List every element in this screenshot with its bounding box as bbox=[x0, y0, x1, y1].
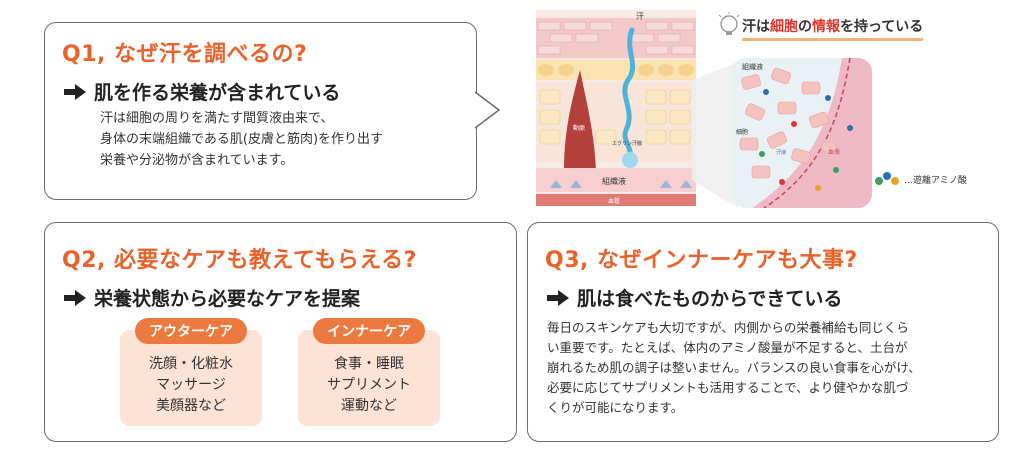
outer-care-label: アウターケア bbox=[135, 318, 247, 344]
q3-body-line: 毎日のスキンケアも大切ですが、内側からの栄養補給も同じくら bbox=[547, 320, 909, 335]
inner-care-item: 食事・睡眠 bbox=[334, 356, 404, 372]
q1-title: Q1, なぜ汗を調べるの? bbox=[62, 42, 308, 67]
q3-body: 毎日のスキンケアも大切ですが、内側からの栄養補給も同じくら い重要です。たとえば… bbox=[547, 318, 993, 418]
lightbulb-icon bbox=[718, 12, 740, 35]
amino-acid-legend: …遊離アミノ酸 bbox=[904, 176, 967, 186]
heading-part: 汗は bbox=[742, 19, 770, 35]
q1-body-line: 栄養や分泌物が含まれています。 bbox=[100, 153, 294, 168]
outer-care-item: 美顔器など bbox=[156, 398, 226, 414]
label-tissue-fluid: 組織液 bbox=[602, 176, 626, 186]
label-blood: 血液 bbox=[828, 148, 840, 156]
q2-title: Q2, 必要なケアも教えてもらえる? bbox=[62, 248, 417, 273]
heading-part: を持っている bbox=[840, 19, 924, 35]
q1-card bbox=[44, 22, 477, 200]
inner-care-item: サプリメント bbox=[327, 377, 411, 393]
label-capillary: 血管 bbox=[608, 197, 620, 205]
skin-cross-section-illustration: 汗 エクリン汗腺 動脈 組織液 血管 bbox=[536, 10, 696, 206]
q2-subtitle-row: 栄養状態から必要なケアを提案 bbox=[64, 284, 360, 311]
q1-subtitle: 肌を作る栄養が含まれている bbox=[94, 82, 341, 104]
cell-zoom-illustration: 組織液 細胞 汗液 血液 bbox=[732, 58, 872, 208]
label-cell: 細胞 bbox=[736, 128, 748, 136]
heading-highlight-cell: 細胞 bbox=[770, 19, 798, 35]
diagram-heading: 汗は細胞の情報を持っている bbox=[742, 16, 924, 41]
heading-highlight-info: 情報 bbox=[812, 19, 840, 35]
zoom-connector bbox=[692, 62, 738, 208]
q3-body-line: 必要に応じてサプリメントも活用することで、より健やかな肌づ bbox=[547, 380, 909, 395]
q2-subtitle: 栄養状態から必要なケアを提案 bbox=[94, 288, 361, 310]
q3-body-line: くりが可能になります。 bbox=[547, 400, 684, 415]
q3-subtitle-row: 肌は食べたものからできている bbox=[547, 284, 842, 311]
arrow-right-icon bbox=[547, 289, 569, 306]
q1-bubble-tail bbox=[475, 91, 501, 129]
q1-body: 汗は細胞の周りを満たす間質液由来で、 身体の末端組織である肌(皮膚と筋肉)を作り… bbox=[100, 108, 383, 171]
inner-care-label: インナーケア bbox=[313, 318, 425, 344]
arrow-right-icon bbox=[64, 83, 86, 100]
outer-care-item: 洗顔・化粧水 bbox=[149, 356, 233, 372]
q1-body-line: 汗は細胞の周りを満たす間質液由来で、 bbox=[100, 111, 334, 126]
amino-acid-dots-icon bbox=[875, 172, 899, 185]
q1-body-line: 身体の末端組織である肌(皮膚と筋肉)を作り出す bbox=[100, 132, 384, 147]
inner-care-item: 運動など bbox=[341, 398, 397, 414]
arrow-right-icon bbox=[64, 289, 86, 306]
q3-card bbox=[527, 222, 999, 442]
q3-subtitle: 肌は食べたものからできている bbox=[577, 288, 843, 310]
q1-subtitle-row: 肌を作る栄養が含まれている bbox=[64, 78, 340, 105]
label-sweat: 汗 bbox=[636, 12, 644, 21]
label-sweat-zoom: 汗液 bbox=[776, 149, 786, 156]
label-artery: 動脈 bbox=[573, 124, 585, 132]
label-eccrine: エクリン汗腺 bbox=[612, 140, 642, 147]
outer-care-box: アウターケア 洗顔・化粧水 マッサージ 美顔器など bbox=[120, 318, 262, 426]
inner-care-box: インナーケア 食事・睡眠 サプリメント 運動など bbox=[298, 318, 440, 426]
q3-body-line: い重要です。たとえば、体内のアミノ酸量が不足すると、土台が bbox=[547, 340, 908, 355]
outer-care-item: マッサージ bbox=[156, 377, 226, 393]
q3-title: Q3, なぜインナーケアも大事? bbox=[545, 248, 858, 273]
label-tissue-fluid-zoom: 組織液 bbox=[742, 62, 763, 71]
heading-part: の bbox=[798, 19, 812, 35]
q3-body-line: 崩れるため肌の調子は整いません。バランスの良い食事を心がけ、 bbox=[547, 360, 921, 375]
